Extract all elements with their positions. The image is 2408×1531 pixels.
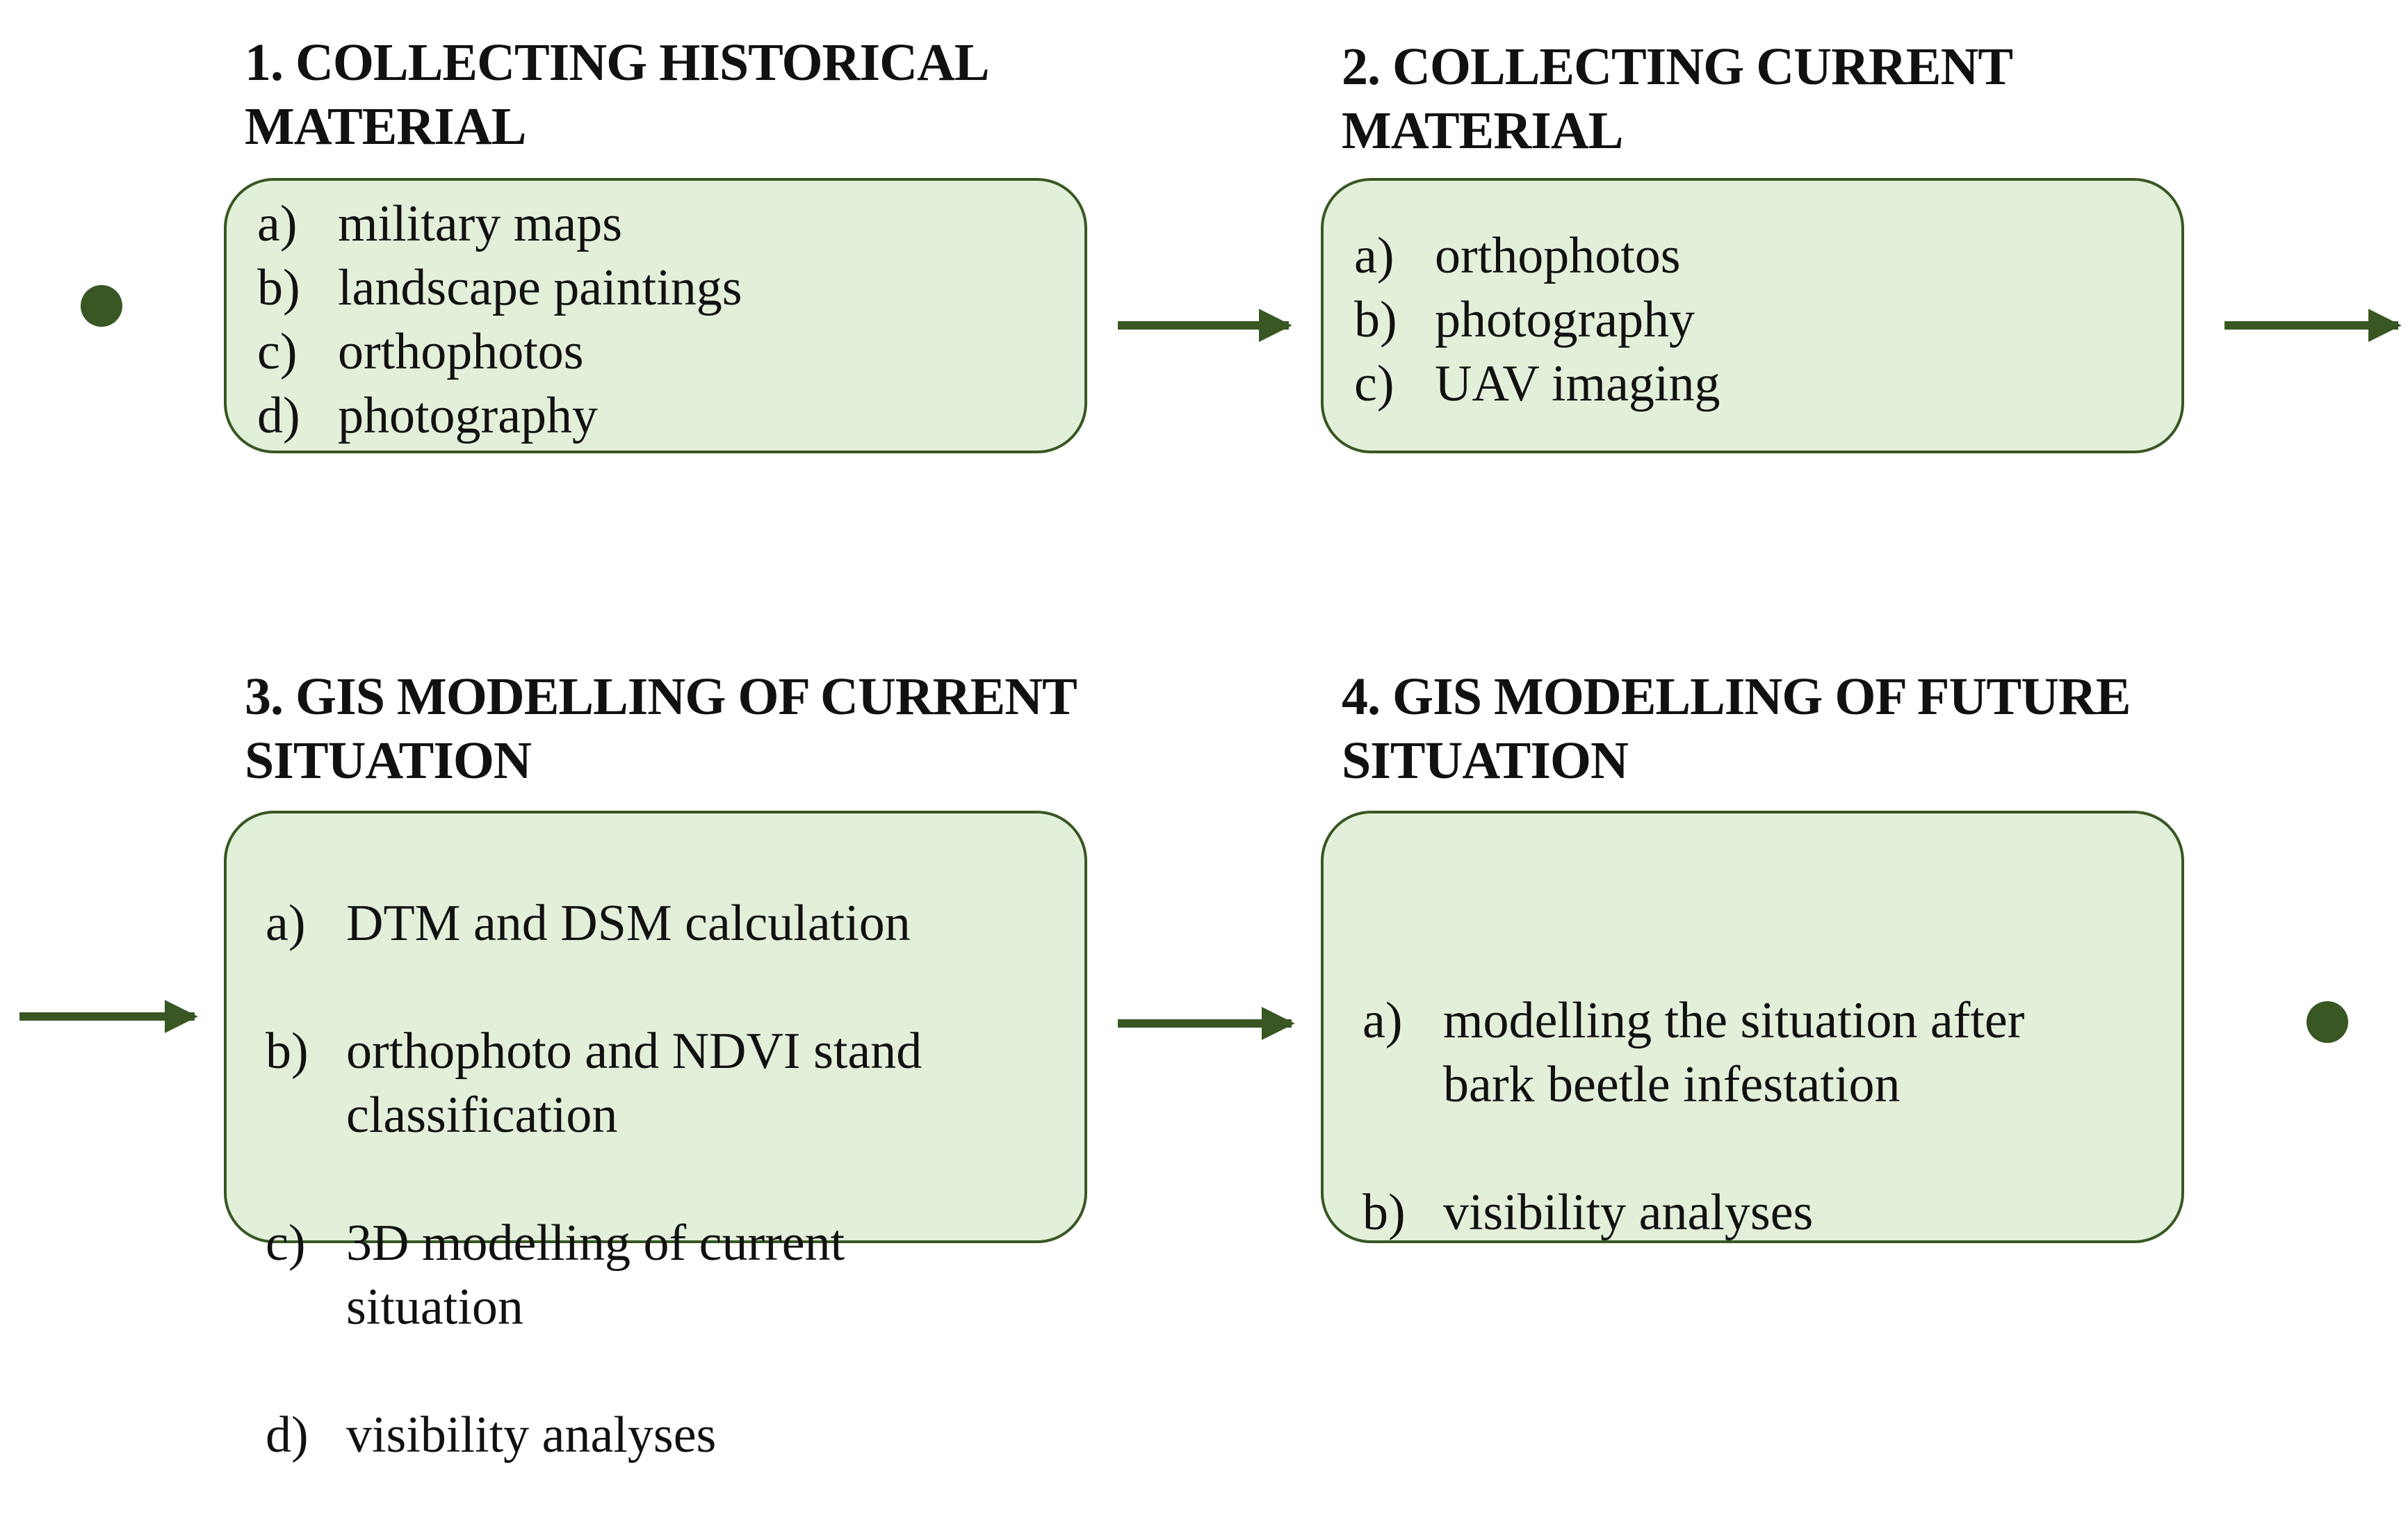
step-1-items: a) military maps b) landscape paintings c)…: [257, 192, 742, 448]
list-item: a) DTM and DSM calculation: [266, 891, 922, 955]
list-item-text: orthophotos: [338, 323, 584, 380]
list-item: a) orthophotos: [1354, 224, 1720, 288]
list-item-text: landscape paintings: [338, 259, 742, 316]
list-item: b) photography: [1354, 288, 1720, 352]
step-2-title: 2. COLLECTING CURRENT MATERIAL: [1342, 38, 2013, 160]
list-item-text: modelling the situation after bark beetl…: [1443, 992, 2025, 1113]
list-marker: c): [266, 1215, 306, 1272]
step-2-box: a) orthophotos b) photography c) UAV imagin…: [1321, 178, 2184, 453]
list-marker: b): [1362, 1184, 1406, 1241]
list-item: a) military maps: [257, 192, 742, 256]
step-1-title: 1. COLLECTING HISTORICAL MATERIAL: [245, 33, 990, 156]
step-3-title: 3. GIS MODELLING OF CURRENT SITUATION: [245, 667, 1077, 790]
list-marker: c): [257, 323, 298, 380]
list-marker: d): [257, 387, 300, 444]
step-2-items: a) orthophotos b) photography c) UAV imagin…: [1354, 224, 1720, 416]
list-item: d) visibility analyses: [266, 1403, 922, 1467]
connector-arrows: [19, 309, 2402, 1040]
list-item-text: orthophotos: [1435, 227, 1681, 284]
list-marker: b): [257, 259, 300, 316]
step-4-items: a) modelling the situation after bark bee…: [1362, 925, 2024, 1309]
list-item-text: photography: [1435, 291, 1695, 348]
step-3-box: a) DTM and DSM calculation b) orthophoto a…: [224, 811, 1087, 1464]
list-item-text: photography: [338, 387, 599, 444]
list-marker: a): [257, 195, 298, 252]
list-item: a) modelling the situation after bark bee…: [1362, 989, 2024, 1117]
list-item: c) UAV imaging: [1354, 352, 1720, 416]
list-marker: a): [1354, 227, 1394, 284]
step-4-title: 4. GIS MODELLING OF FUTURE SITUATION: [1342, 667, 2131, 790]
list-item-text: UAV imaging: [1435, 355, 1720, 412]
list-marker: d): [266, 1407, 309, 1464]
list-marker: a): [1362, 992, 1403, 1049]
list-marker: b): [266, 1023, 309, 1080]
list-item: b) orthophoto and NDVI stand classificati…: [266, 1019, 922, 1147]
step-4-box: a) modelling the situation after bark bee…: [1321, 811, 2184, 1243]
list-item-text: DTM and DSM calculation: [346, 895, 911, 952]
list-item-text: military maps: [338, 195, 622, 252]
list-marker: c): [1354, 355, 1394, 412]
list-item-text: orthophoto and NDVI stand classification: [346, 1023, 922, 1144]
list-item: b) landscape paintings: [257, 256, 742, 320]
list-marker: a): [266, 895, 306, 952]
start-dot: [81, 285, 122, 327]
end-dot: [2307, 1001, 2348, 1043]
step-1-box: a) military maps b) landscape paintings c)…: [224, 178, 1087, 453]
list-item: b) visibility analyses: [1362, 1181, 2024, 1245]
list-marker: b): [1354, 291, 1397, 348]
list-item-text: visibility analyses: [346, 1407, 717, 1464]
list-item: d) photography: [257, 384, 742, 448]
list-item: c) orthophotos: [257, 320, 742, 384]
list-item-text: visibility analyses: [1443, 1184, 1814, 1241]
